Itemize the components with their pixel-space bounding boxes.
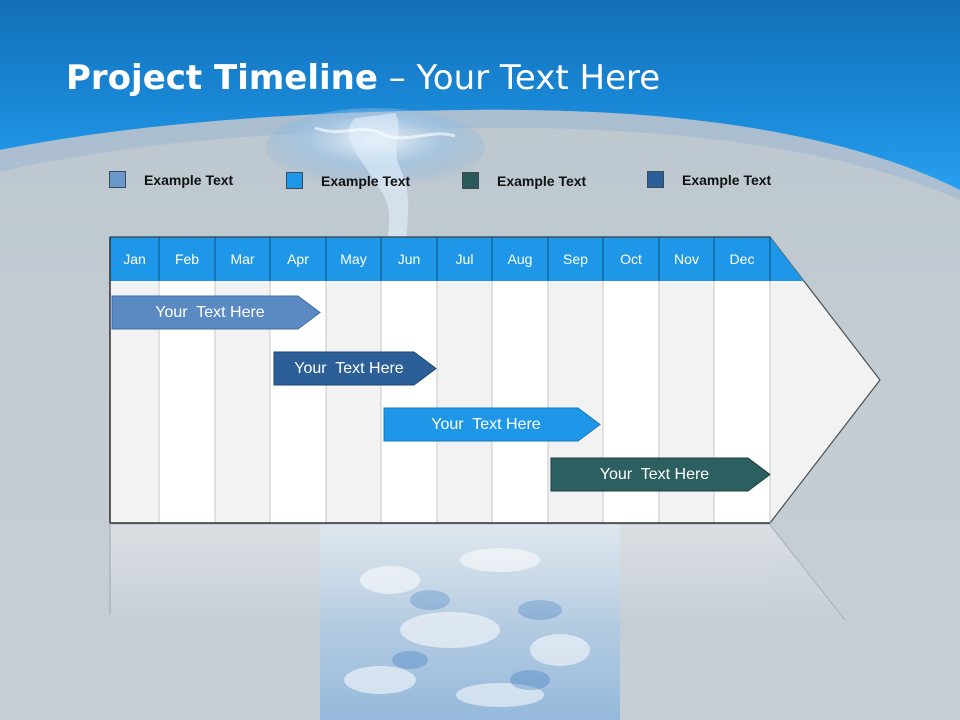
task-arrow-4 — [550, 457, 771, 492]
slide-title: Project Timeline – Your Text Here — [66, 58, 660, 98]
month-sep: Sep — [563, 251, 588, 267]
task-arrow-3 — [383, 407, 601, 442]
task-arrow-1 — [111, 295, 321, 330]
task-label-4: Your Text Here — [599, 466, 710, 483]
task-label-2: Your Text Here — [294, 360, 404, 377]
legend-swatch-4 — [647, 171, 664, 188]
task-arrow-2 — [273, 351, 437, 386]
month-jul: Jul — [455, 251, 474, 267]
month-feb: Feb — [174, 251, 200, 267]
timeline-reflection — [109, 524, 846, 625]
month-header-dividers — [158, 237, 771, 281]
title-bold-text: Project Timeline — [66, 58, 378, 98]
legend-label-4: Example Text — [682, 171, 772, 188]
legend-swatch-1 — [109, 171, 126, 188]
task-label-1: Your Text Here — [155, 304, 265, 321]
month-jun: Jun — [397, 251, 421, 267]
month-column-5 — [326, 281, 381, 523]
month-column-7 — [437, 281, 492, 523]
month-column-6 — [381, 281, 437, 523]
header-band — [0, 0, 960, 200]
month-nov: Nov — [674, 251, 699, 267]
month-dec: Dec — [729, 251, 755, 267]
legend-item-2: Example Text — [286, 172, 410, 189]
legend-item-3: Example Text — [462, 172, 586, 189]
month-may: May — [340, 251, 367, 267]
legend-label-3: Example Text — [497, 172, 587, 189]
month-header-bar — [110, 237, 804, 281]
month-apr: Apr — [287, 251, 309, 267]
title-rest-text: – Your Text Here — [377, 58, 661, 98]
water-splash-image — [265, 108, 485, 258]
month-jan: Jan — [123, 251, 146, 267]
legend-label-1: Example Text — [144, 171, 234, 188]
task-label-3: Your Text Here — [431, 416, 541, 433]
legend-swatch-2 — [286, 172, 303, 189]
month-column-8 — [492, 281, 548, 523]
legend-item-4: Example Text — [647, 171, 771, 188]
legend-swatch-3 — [462, 172, 479, 189]
legend-item-1: Example Text — [109, 171, 233, 188]
legend-label-2: Example Text — [321, 172, 411, 189]
month-oct: Oct — [620, 251, 642, 267]
month-aug: Aug — [507, 251, 533, 267]
month-mar: Mar — [230, 251, 255, 267]
